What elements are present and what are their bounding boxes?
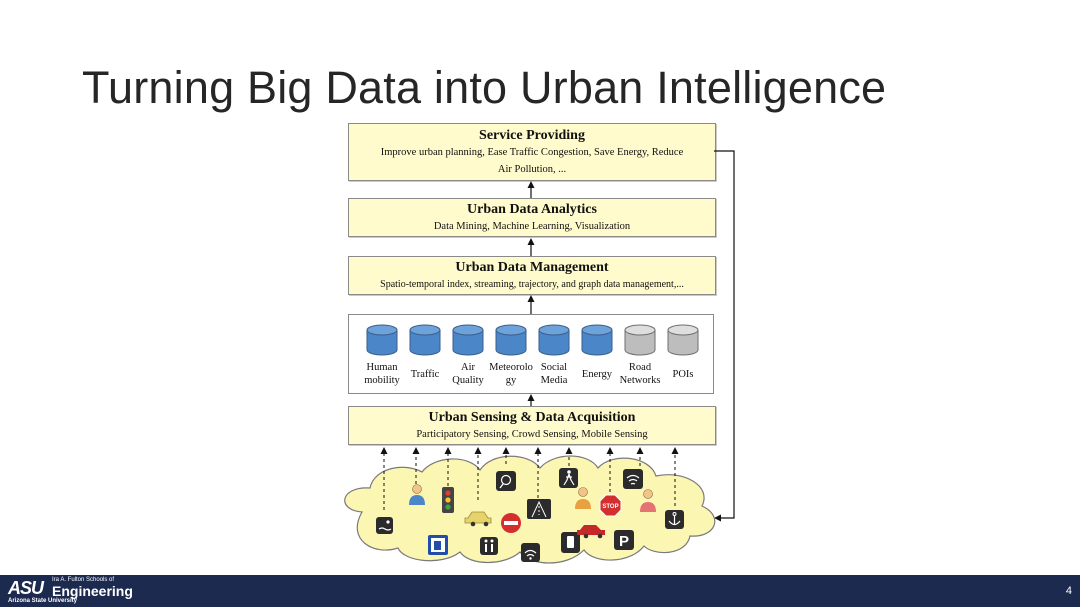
data-source-label: Road Networks	[619, 362, 661, 386]
layer-description: Improve urban planning, Ease Traffic Con…	[380, 147, 684, 158]
data-source-label: Meteorolo gy	[489, 362, 533, 386]
layer-urban-data-management: Urban Data Management Spatio-temporal in…	[348, 256, 716, 295]
layer-title: Service Providing	[479, 128, 585, 143]
data-source-label: POIs	[672, 368, 694, 380]
pedestrian-icon	[559, 468, 578, 488]
data-source-label: Energy	[581, 368, 613, 380]
data-source-label: Air Quality	[452, 362, 484, 386]
database-icon	[624, 324, 656, 356]
layer-title: Urban Sensing & Data Acquisition	[428, 410, 636, 425]
restroom-icon	[480, 537, 498, 555]
database-icon	[581, 324, 613, 356]
person-icon	[409, 484, 425, 505]
university-label: Arizona State University	[8, 598, 78, 604]
traffic-light-icon	[442, 487, 454, 513]
fuel-icon	[428, 535, 448, 555]
no-entry-icon	[501, 513, 521, 533]
data-sources-panel: Human mobility Traffic Air Quality Meteo…	[348, 314, 714, 394]
layer-urban-data-analytics: Urban Data Analytics Data Mining, Machin…	[348, 198, 716, 237]
database-icon	[409, 324, 441, 356]
page-number: 4	[1065, 585, 1072, 597]
data-source-label: Traffic	[410, 368, 440, 380]
layer-service-providing: Service Providing Improve urban planning…	[348, 123, 716, 181]
stop-sign-icon: STOP	[599, 494, 622, 517]
school-label: Engineering	[52, 583, 133, 599]
layer-description: Data Mining, Machine Learning, Visualiza…	[433, 221, 631, 232]
feedback-loop-arrow	[714, 150, 735, 522]
layer-description: Participatory Sensing, Crowd Sensing, Mo…	[416, 429, 648, 440]
svg-text:STOP: STOP	[602, 504, 618, 510]
phone-icon	[561, 532, 580, 553]
wireless-icon	[623, 469, 643, 489]
school-label-small: Ira A. Fulton Schools of	[52, 577, 115, 583]
road-icon	[527, 499, 551, 519]
person-icon	[640, 489, 656, 512]
swimmer-icon	[376, 517, 393, 534]
data-source-label: Human mobility	[364, 362, 400, 386]
database-icon	[452, 324, 484, 356]
tennis-icon	[496, 471, 516, 491]
parking-icon: P	[614, 530, 634, 550]
database-icon	[366, 324, 398, 356]
layer-description: Spatio-temporal index, streaming, trajec…	[380, 279, 684, 290]
database-icon	[667, 324, 699, 356]
wifi-icon	[521, 543, 540, 562]
layer-title: Urban Data Management	[455, 260, 609, 275]
sensing-arrows	[380, 447, 679, 510]
person-icon	[575, 487, 591, 509]
slide-title: Turning Big Data into Urban Intelligence	[82, 62, 887, 113]
layer-description: Air Pollution, ...	[497, 164, 567, 175]
asu-logo: ASU	[8, 578, 44, 598]
database-icon	[538, 324, 570, 356]
layer-urban-sensing: Urban Sensing & Data Acquisition Partici…	[348, 406, 716, 445]
anchor-icon	[665, 510, 684, 529]
car-icon	[577, 525, 605, 539]
svg-text:P: P	[619, 533, 629, 550]
data-source-label: Social Media	[540, 362, 568, 386]
footer-bar: ASU Ira A. Fulton Schools of Engineering…	[0, 575, 1080, 607]
car-icon	[464, 511, 492, 527]
layer-title: Urban Data Analytics	[467, 202, 597, 217]
database-icon	[495, 324, 527, 356]
